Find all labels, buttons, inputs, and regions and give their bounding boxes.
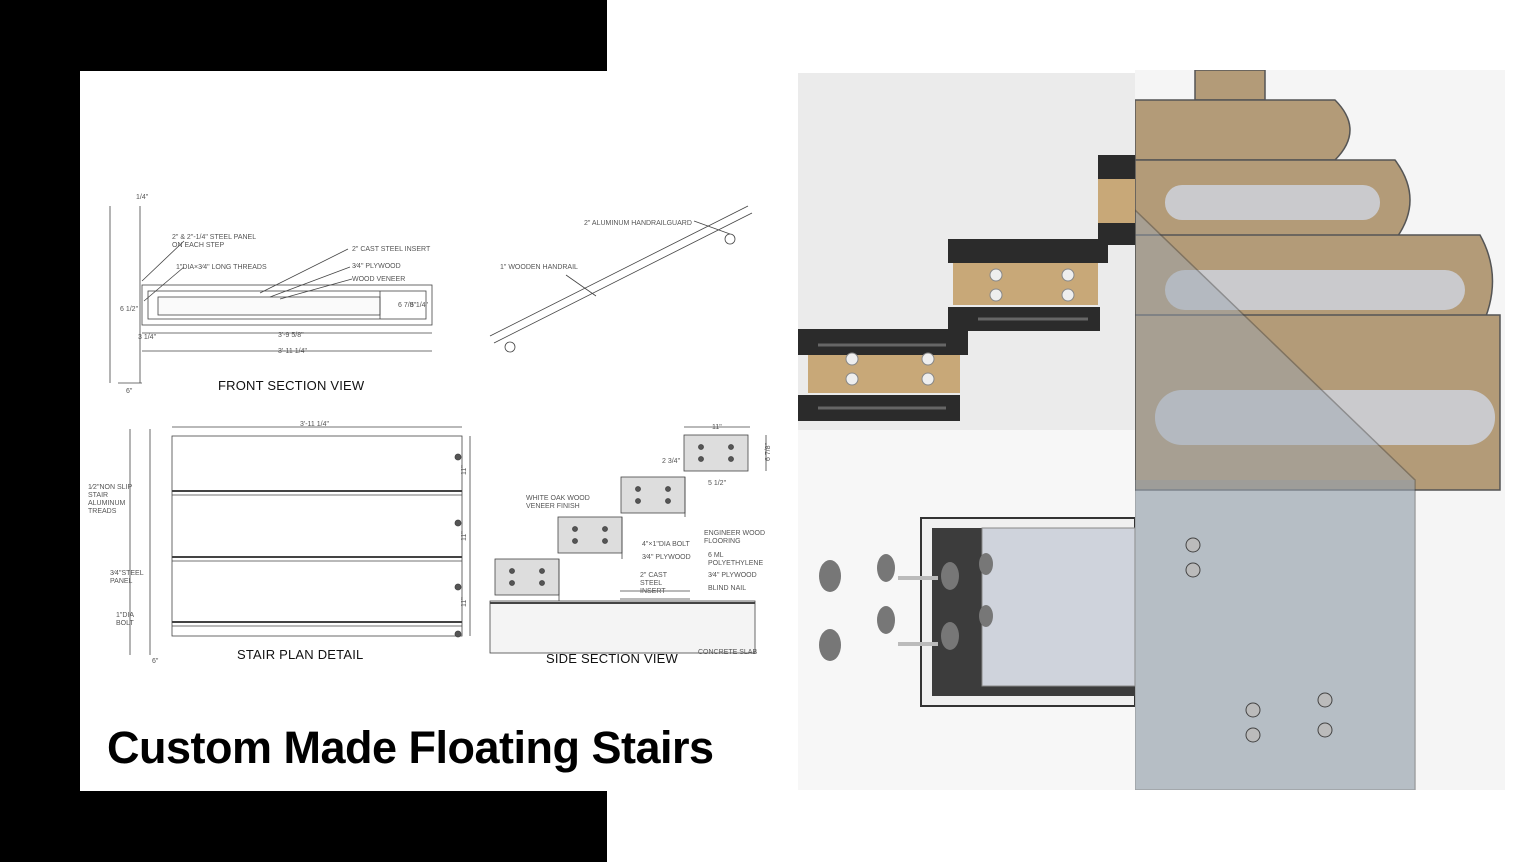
side-bolt: 4"×1"DIA BOLT [642, 541, 691, 548]
plan-dim-bottom: 6" [152, 658, 159, 665]
caption-front-section: FRONT SECTION VIEW [218, 378, 365, 393]
plan-bolt-2: BOLT [116, 620, 134, 627]
front-dim-top: 1/4" [136, 194, 149, 201]
render-glass-stair [1134, 69, 1505, 791]
drawing-card [80, 71, 780, 791]
front-note-steel-panel: 2" & 2"-1/4" STEEL PANEL [172, 234, 256, 241]
plan-bolt-1: 1"DIA [116, 612, 134, 619]
side-dim-678: 6 7/8" [765, 442, 772, 461]
side-section-drawing [489, 426, 767, 654]
plan-non-slip-3: ALUMINUM [88, 500, 126, 507]
front-dim-side: 6 1/2" [120, 306, 139, 313]
side-poly-2: POLYETHYLENE [708, 560, 763, 567]
front-width-inner: 3'-9 5/8" [278, 332, 304, 339]
handrail-note-guard: 2" ALUMINUM HANDRAILGUARD [584, 220, 692, 227]
side-eng-floor-2: FLOORING [704, 538, 741, 545]
side-slab: CONCRETE SLAB [698, 649, 757, 656]
caption-stair-plan: STAIR PLAN DETAIL [237, 647, 364, 662]
stair-steps-illustration [798, 155, 1135, 421]
side-dim-234: 2 3/4" [662, 458, 681, 465]
side-cast-3: INSERT [640, 588, 666, 595]
front-note-threads: 1"DIA×3⁄4" LONG THREADS [176, 264, 267, 271]
side-blind-nail: BLIND NAIL [708, 585, 746, 592]
side-white-oak-1: WHITE OAK WOOD [526, 495, 590, 502]
front-note-cast-insert: 2" CAST STEEL INSERT [352, 246, 431, 253]
plan-non-slip-2: STAIR [88, 492, 108, 499]
plan-steel-1: 3⁄4"STEEL [110, 570, 144, 577]
render-stair-steps [798, 73, 1135, 430]
handrail-drawing [489, 205, 753, 353]
front-dim-inner-a: 6 7/8" [398, 302, 417, 309]
front-note-plywood: 3⁄4" PLYWOOD [352, 263, 401, 270]
front-dim-bottom: 6" [126, 388, 133, 395]
front-dim-inner-b: 5 1/4" [410, 302, 429, 309]
side-dim-512: 5 1/2" [708, 480, 727, 487]
bracket-illustration [819, 517, 1136, 707]
plan-riser-a: 11" [461, 465, 468, 475]
technical-drawing-sheet: 1/4" 2" & 2"-1/4" STEEL PANEL ON EACH ST… [88, 194, 772, 665]
plan-riser-b: 11" [461, 531, 468, 541]
front-section-drawing [109, 206, 433, 384]
render-bracket-detail [798, 430, 1136, 790]
front-width-outer: 3'-11 1/4" [278, 348, 308, 355]
plan-non-slip-4: TREADS [88, 508, 117, 515]
slide-title: Custom Made Floating Stairs [107, 722, 714, 773]
side-white-oak-2: VENEER FINISH [526, 503, 580, 510]
front-note-steel-panel-2: ON EACH STEP [172, 242, 224, 249]
front-dim-small: 3 1/4" [138, 334, 157, 341]
caption-side-section: SIDE SECTION VIEW [546, 651, 678, 666]
handrail-note-wood: 1" WOODEN HANDRAIL [500, 264, 578, 271]
plan-non-slip-1: 1⁄2"NON SLIP [88, 484, 132, 491]
side-cast-1: 2" CAST [640, 572, 668, 579]
plan-drawing [129, 426, 471, 655]
side-plywood-2: 3⁄4" PLYWOOD [708, 572, 757, 579]
front-note-veneer: WOOD VENEER [352, 276, 405, 283]
side-plywood: 3⁄4" PLYWOOD [642, 554, 691, 561]
side-top-dim: 11" [712, 424, 722, 431]
plan-riser-c: 11" [461, 597, 468, 607]
side-cast-2: STEEL [640, 580, 662, 587]
glass-stair-illustration [1134, 69, 1505, 791]
plan-width: 3'-11 1/4" [300, 421, 330, 428]
plan-steel-2: PANEL [110, 578, 133, 585]
side-poly-1: 6 ML [708, 552, 724, 559]
side-eng-floor-1: ENGINEER WOOD [704, 530, 765, 537]
